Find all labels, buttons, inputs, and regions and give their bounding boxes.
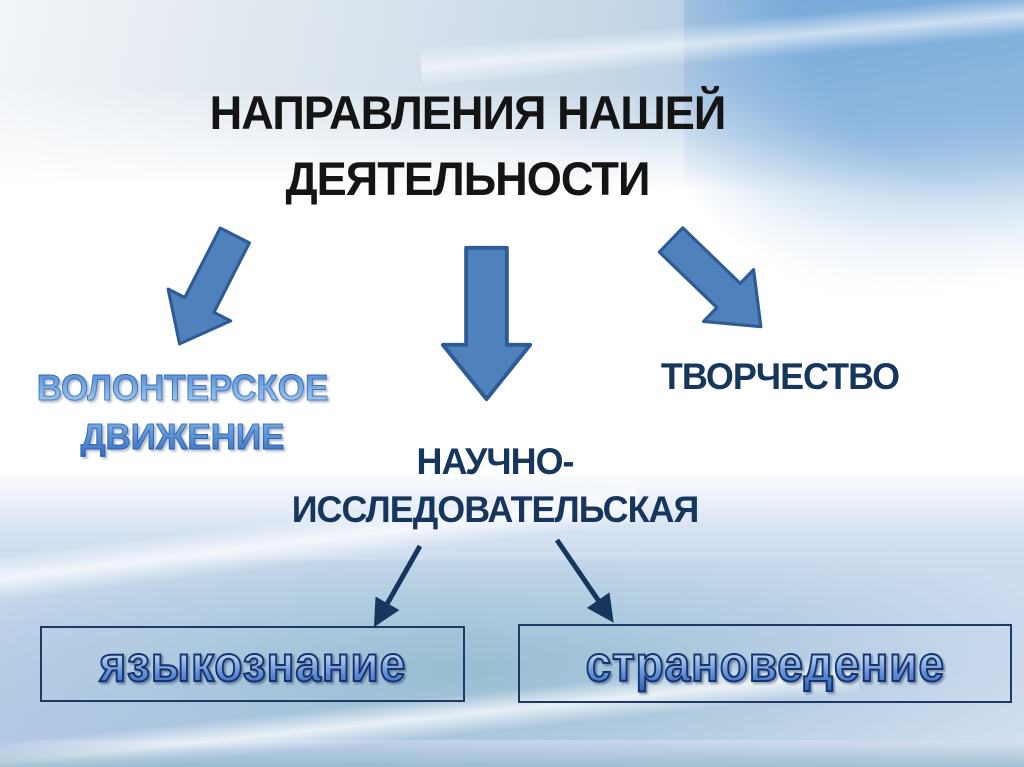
slide-title-line2: ДЕЯТЕЛЬНОСТИ bbox=[285, 152, 650, 205]
arrow-down-right-icon bbox=[657, 226, 763, 329]
linguistics-box: языкознание bbox=[40, 626, 465, 702]
arrow-down-left-icon bbox=[166, 226, 251, 346]
arrow-down-icon bbox=[440, 245, 533, 402]
bottom-edge-strip bbox=[0, 742, 1024, 767]
light-streak bbox=[419, 0, 1024, 88]
branch-research-line1: НАУЧНО- bbox=[416, 441, 574, 482]
branch-creativity-label: ТВОРЧЕСТВО bbox=[660, 356, 900, 397]
branch-volunteer-line2: ДВИЖЕНИЕ bbox=[80, 416, 285, 458]
country-studies-label: страноведение bbox=[584, 635, 945, 693]
slide-title: НАПРАВЛЕНИЯ НАШЕЙ ДЕЯТЕЛЬНОСТИ bbox=[124, 80, 810, 212]
branch-research-line2: ИССЛЕДОВАТЕЛЬСКАЯ bbox=[291, 489, 700, 530]
linguistics-label: языкознание bbox=[98, 635, 406, 693]
connector-arrow-right bbox=[554, 538, 614, 623]
connector-arrows bbox=[373, 538, 614, 628]
country-studies-box: страноведение bbox=[518, 624, 1012, 703]
slide-title-line1: НАПРАВЛЕНИЯ НАШЕЙ bbox=[209, 86, 727, 139]
branch-volunteer-label: ВОЛОНТЕРСКОЕ ДВИЖЕНИЕ bbox=[15, 363, 350, 461]
branch-volunteer-line1: ВОЛОНТЕРСКОЕ bbox=[36, 367, 329, 409]
connector-arrow-left bbox=[373, 544, 423, 628]
branch-research-label: НАУЧНО- ИССЛЕДОВАТЕЛЬСКАЯ bbox=[248, 438, 743, 534]
